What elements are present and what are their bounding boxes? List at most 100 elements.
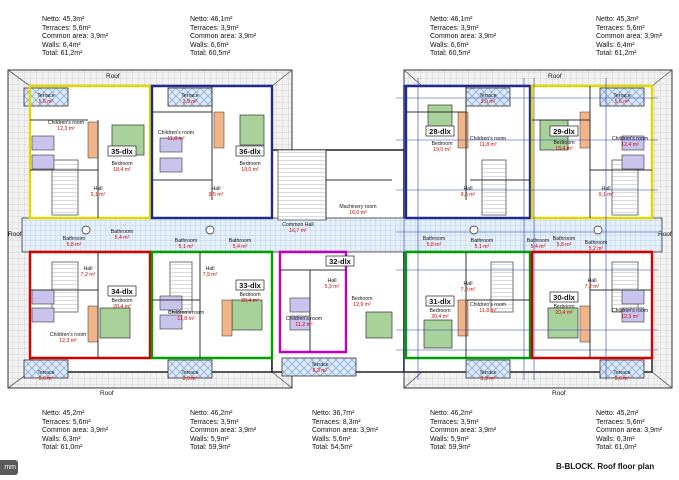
stat-netto: Netto: 45,2m²: [42, 410, 85, 417]
stat-netto: Netto: 46,2m²: [430, 410, 473, 417]
room-name: Hall: [84, 266, 93, 272]
room-area: 9,1 m²: [599, 192, 614, 198]
room-area: 11,8 m²: [167, 136, 184, 142]
apartment-tag: 36-dlx: [235, 145, 265, 157]
stat-walls: Walls: 5,6m²: [312, 435, 351, 443]
room-name: Bedroom: [239, 292, 260, 298]
apartment-id: 33-dlx: [239, 281, 262, 290]
room-name: Terrace: [37, 93, 54, 99]
compass-marks: [81, 225, 603, 235]
room-name: Bedroom: [239, 161, 260, 167]
room-name: Machinery room: [339, 204, 376, 210]
stat-total: Total: 60,5m²: [190, 50, 231, 58]
room-name: Hall: [464, 186, 473, 192]
room-name: Children's room: [470, 136, 506, 142]
apartment-tag: 32-dlx: [325, 255, 355, 267]
room-area: 9,5 m²: [461, 192, 476, 198]
apartment-tag: 31-dlx: [425, 295, 455, 307]
apartment-id: 30-dlx: [553, 293, 576, 302]
room-area: 12,3 m²: [57, 126, 75, 132]
room-area: 20,4 m²: [113, 304, 131, 310]
apartment-tag: 28-dlx: [425, 125, 455, 137]
room-name: Bathroom: [63, 236, 86, 242]
room-area: 3,9 m²: [481, 99, 496, 105]
room-name: Terrace: [613, 93, 630, 99]
room-name: Bathroom: [229, 238, 252, 244]
stat-walls: Walls: 6,3m²: [42, 435, 81, 443]
room-area: 5,6 m²: [615, 99, 630, 105]
plan-title: B-BLOCK. Roof floor plan: [556, 462, 655, 471]
room-area: 5,3 m²: [325, 284, 340, 290]
room-name: Terrace: [479, 370, 496, 376]
room-area: 5,8 m²: [557, 242, 572, 248]
apartment-id: 31-dlx: [429, 297, 452, 306]
roof-label: Roof: [552, 390, 566, 397]
apartment-id: 32-dlx: [329, 257, 352, 266]
furniture: [31, 104, 645, 349]
room-area: 7,2 m²: [585, 284, 600, 290]
stat-walls: Walls: 6,6m²: [430, 41, 469, 49]
stat-total: Total: 54,5m²: [312, 444, 353, 452]
stat-common: Common area: 3,9m²: [596, 427, 663, 435]
apartment-id: 35-dlx: [111, 147, 134, 156]
roof-label: Roof: [100, 390, 114, 397]
roof-label: Roof: [106, 73, 120, 80]
room-area: 12,3 m²: [59, 338, 77, 344]
room-name: Terrace: [37, 370, 54, 376]
stat-terraces: Terraces: 5,6m²: [596, 24, 645, 32]
stat-walls: Walls: 6,6m²: [190, 41, 229, 49]
room-name: Bedroom: [111, 298, 132, 304]
apartment-tag: 29-dlx: [549, 125, 579, 137]
apartment-id: 34-dlx: [111, 287, 134, 296]
stat-common: Common area: 3,9m²: [190, 33, 257, 41]
zoom-indicator[interactable]: mm: [0, 460, 18, 475]
stat-terraces: Terraces: 5,6m²: [42, 418, 91, 426]
room-name: Bathroom: [175, 238, 198, 244]
room-area: 7,2 m²: [81, 272, 96, 278]
room-area: 18,4 m²: [113, 167, 131, 173]
room-name: Children's room: [168, 310, 204, 316]
room-name: Bedroom: [429, 308, 450, 314]
room-name: Bathroom: [423, 236, 446, 242]
room-area: 11,8 m²: [177, 316, 194, 322]
room-area: 5,8 m²: [67, 242, 82, 248]
stat-terraces: Terraces: 3,9m²: [190, 24, 239, 32]
roof-label: Roof: [8, 231, 22, 238]
room-area: 19,0 m²: [433, 147, 451, 153]
room-area: 9,1 m²: [91, 192, 106, 198]
room-area: 20,4 m²: [555, 310, 573, 316]
stat-netto: Netto: 36,7m²: [312, 410, 355, 417]
stat-terraces: Terraces: 3,9m²: [190, 418, 239, 426]
room-area: 20,4 m²: [241, 298, 259, 304]
stats-bottom-3: Netto: 36,7m² Terraces: 8,3m² Common are…: [312, 410, 378, 453]
stat-netto: Netto: 46,1m²: [190, 16, 233, 23]
stats-top-1: Netto: 45,3m² Terraces: 5,6m² Common are…: [42, 16, 108, 59]
room-name: Hall: [212, 186, 221, 192]
room-name: Hall: [328, 278, 337, 284]
room-area: 19,0 m²: [241, 167, 259, 173]
room-area: 18,4 m²: [555, 146, 573, 152]
stat-total: Total: 59,9m²: [190, 444, 231, 452]
stats-top-4: Netto: 45,3m² Terraces: 5,6m² Common are…: [596, 16, 662, 59]
stats-top-3: Netto: 46,1m² Terraces: 3,9m² Common are…: [430, 16, 496, 59]
apartment-id: 29-dlx: [553, 127, 576, 136]
apartment-tag: 33-dlx: [235, 279, 265, 291]
room-name: Hall: [464, 281, 473, 287]
stat-walls: Walls: 5,9m²: [430, 435, 469, 443]
stat-common: Common area: 3,9m²: [42, 33, 109, 41]
apartment-tag: 30-dlx: [549, 291, 579, 303]
stat-common: Common area: 3,9m²: [596, 33, 663, 41]
room-area: 7,9 m²: [461, 287, 476, 293]
terraces: [23, 87, 645, 379]
stat-walls: Walls: 6,4m²: [42, 41, 81, 49]
apartment-outlines: [28, 84, 654, 360]
stat-walls: Walls: 6,4m²: [596, 41, 635, 49]
stat-common: Common area: 3,9m²: [190, 427, 257, 435]
room-area: 5,8 m²: [427, 242, 442, 248]
stat-total: Total: 61,2m²: [596, 50, 637, 58]
room-dividers: [30, 86, 652, 358]
room-area: 5,6 m²: [39, 376, 54, 382]
room-name: Hall: [602, 186, 611, 192]
